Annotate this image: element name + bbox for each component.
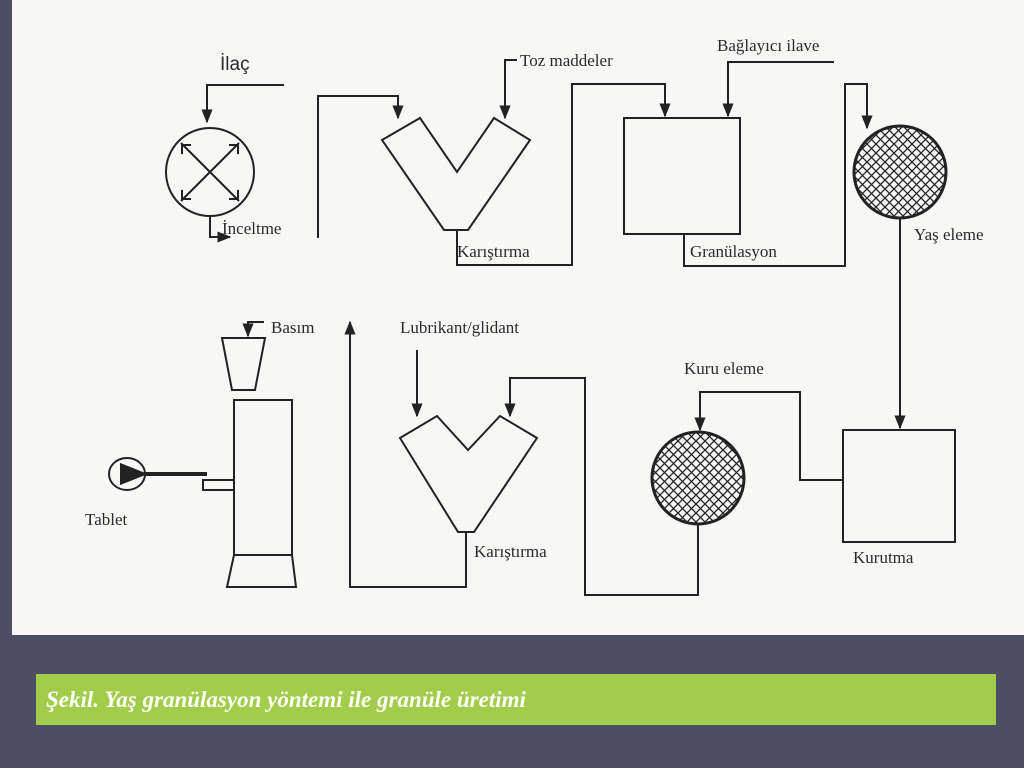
label-inceltme: İnceltme (222, 219, 281, 238)
label-basim: Basım (271, 318, 314, 337)
wet-sieve-icon (852, 124, 948, 220)
label-kuru-eleme: Kuru eleme (684, 359, 764, 378)
dryer-box (842, 429, 956, 543)
v-blender-2-icon (398, 414, 539, 533)
label-yas-eleme: Yaş eleme (914, 225, 984, 244)
figure-caption: Şekil. Yaş granülasyon yöntemi ile granü… (36, 674, 996, 725)
v-blender-1-icon (380, 116, 532, 231)
label-karistirma-1: Karıştırma (457, 242, 530, 261)
diagram-panel: İlaç Toz maddeler Bağlayıcı ilave İncelt… (12, 0, 1024, 635)
caption-text: Şekil. Yaş granülasyon yöntemi ile granü… (46, 686, 526, 712)
label-tablet: Tablet (85, 510, 128, 529)
label-kurutma: Kurutma (853, 548, 914, 567)
tablet-icon (108, 457, 207, 491)
label-toz-maddeler: Toz maddeler (520, 51, 613, 70)
mill-icon (165, 127, 255, 217)
wet-granulation-diagram: İlaç Toz maddeler Bağlayıcı ilave İncelt… (85, 36, 984, 596)
dry-sieve-icon (650, 430, 746, 526)
label-ilac: İlaç (220, 54, 250, 75)
label-lubrikant-glidant: Lubrikant/glidant (400, 318, 519, 337)
label-karistirma-2: Karıştırma (474, 542, 547, 561)
label-baglayici-ilave: Bağlayıcı ilave (717, 36, 819, 55)
tablet-press-icon (202, 337, 298, 588)
granulator-box (623, 117, 741, 235)
label-granulasyon: Granülasyon (690, 242, 777, 261)
